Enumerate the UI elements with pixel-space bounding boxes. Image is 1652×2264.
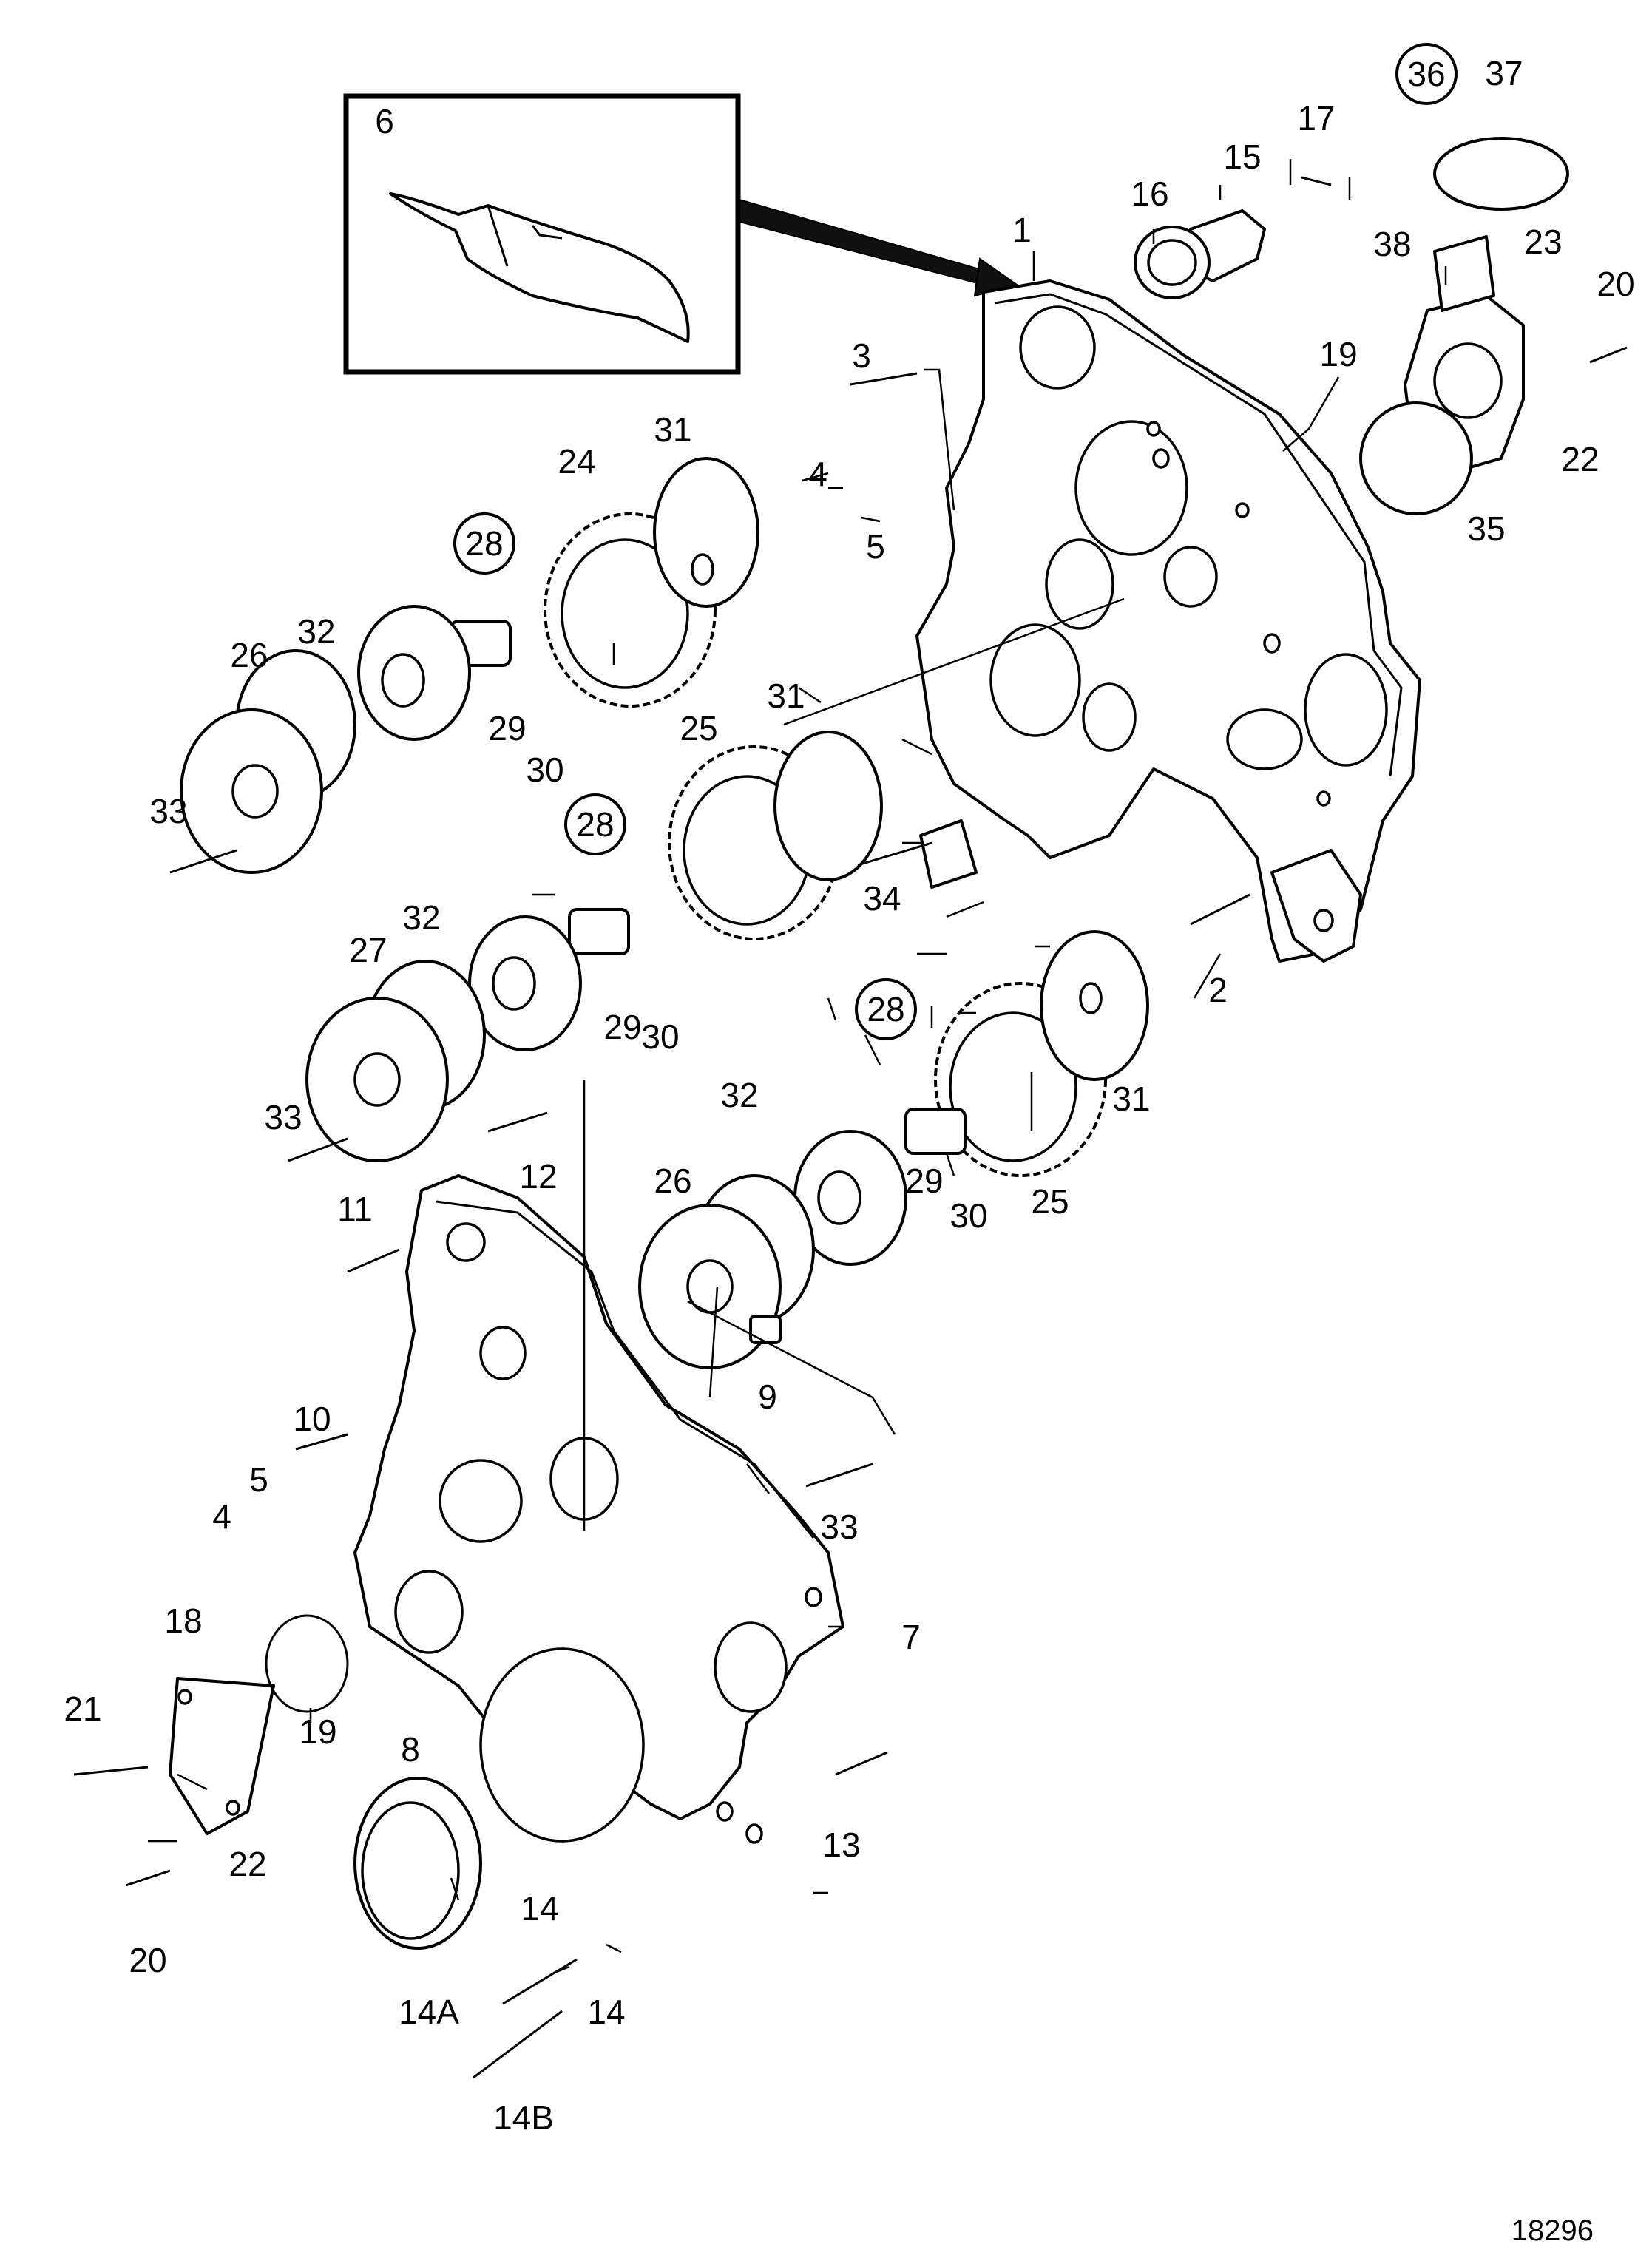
callout-31: 31 [654, 410, 691, 449]
callout-3: 3 [852, 336, 871, 375]
crank-seal [353, 1777, 482, 1950]
callout-28: 28 [867, 990, 904, 1028]
callout-32: 32 [720, 1076, 758, 1114]
callout-16: 16 [1131, 174, 1168, 213]
callout-35: 35 [1467, 509, 1505, 548]
callout-4: 4 [808, 455, 827, 493]
water-outlet-housing [1134, 137, 1569, 515]
callout-32: 32 [297, 612, 335, 651]
callout-29: 29 [488, 709, 526, 748]
callout-31: 31 [1112, 1080, 1150, 1118]
leader-lines [148, 159, 1447, 1976]
callout-30: 30 [949, 1196, 987, 1235]
callout-27: 27 [349, 931, 387, 969]
callout-38: 38 [1373, 225, 1411, 263]
callout-28: 28 [576, 805, 614, 844]
callout-20: 20 [1597, 265, 1634, 303]
callout-29: 29 [905, 1162, 943, 1200]
callout-37: 37 [1485, 54, 1523, 92]
callout-13: 13 [822, 1826, 860, 1864]
callout-9: 9 [758, 1377, 777, 1416]
callout-25: 25 [680, 709, 717, 748]
plate-bracket [1270, 849, 1362, 963]
callout-14B: 14B [493, 2098, 554, 2137]
callout-21: 21 [64, 1689, 101, 1728]
callout-28: 28 [465, 524, 503, 563]
callout-2: 2 [1208, 971, 1228, 1009]
callout-32: 32 [402, 898, 440, 937]
callout-11: 11 [337, 1190, 373, 1228]
callout-22: 22 [1561, 440, 1599, 478]
gear-train-lower [638, 930, 1149, 1369]
callout-8: 8 [401, 1730, 420, 1769]
callout-29: 29 [603, 1008, 641, 1046]
callout-17: 17 [1297, 99, 1335, 138]
callout-5: 5 [866, 527, 885, 566]
callout-30: 30 [526, 750, 563, 789]
callout-31: 31 [767, 677, 805, 715]
callout-30: 30 [641, 1017, 679, 1056]
gear-train-middle [305, 731, 978, 1162]
callout-22: 22 [228, 1845, 266, 1883]
sealant-inset [343, 93, 1019, 375]
callout-19: 19 [299, 1712, 336, 1751]
callout-18: 18 [164, 1602, 202, 1640]
callout-33: 33 [820, 1508, 858, 1546]
callout-15: 15 [1223, 138, 1261, 176]
callout-24: 24 [558, 442, 595, 481]
timing-cover [353, 1174, 844, 1844]
gear-train-upper [180, 457, 759, 874]
callout-33: 33 [264, 1098, 302, 1136]
callout-23: 23 [1524, 223, 1562, 261]
callout-25: 25 [1031, 1182, 1069, 1221]
cover-plate [169, 1614, 349, 1835]
drawing-number: 18296 [1511, 2214, 1594, 2247]
callout-33: 33 [149, 792, 187, 830]
callout-14: 14 [587, 1993, 625, 2031]
circled-callouts [453, 43, 1458, 1040]
callout-26: 26 [230, 636, 268, 674]
callout-34: 34 [863, 879, 901, 918]
callout-36: 36 [1407, 55, 1445, 93]
callout-14: 14 [521, 1889, 558, 1928]
timing-plate [915, 279, 1421, 963]
callout-4: 4 [212, 1497, 231, 1536]
callout-20: 20 [129, 1941, 166, 1979]
callout-10: 10 [293, 1400, 331, 1438]
callout-26: 26 [654, 1162, 691, 1200]
callout-19: 19 [1319, 335, 1357, 373]
callout-labels: 1 2 3 4 4 5 5 6 7 8 9 10 11 12 13 14 14 … [64, 54, 1634, 2137]
callout-1: 1 [1012, 211, 1032, 249]
callout-6: 6 [375, 102, 394, 140]
callout-7: 7 [901, 1618, 921, 1656]
bolts [73, 176, 1628, 2079]
callout-5: 5 [249, 1460, 268, 1499]
callout-12: 12 [519, 1157, 557, 1196]
callout-14A: 14A [399, 1993, 459, 2031]
